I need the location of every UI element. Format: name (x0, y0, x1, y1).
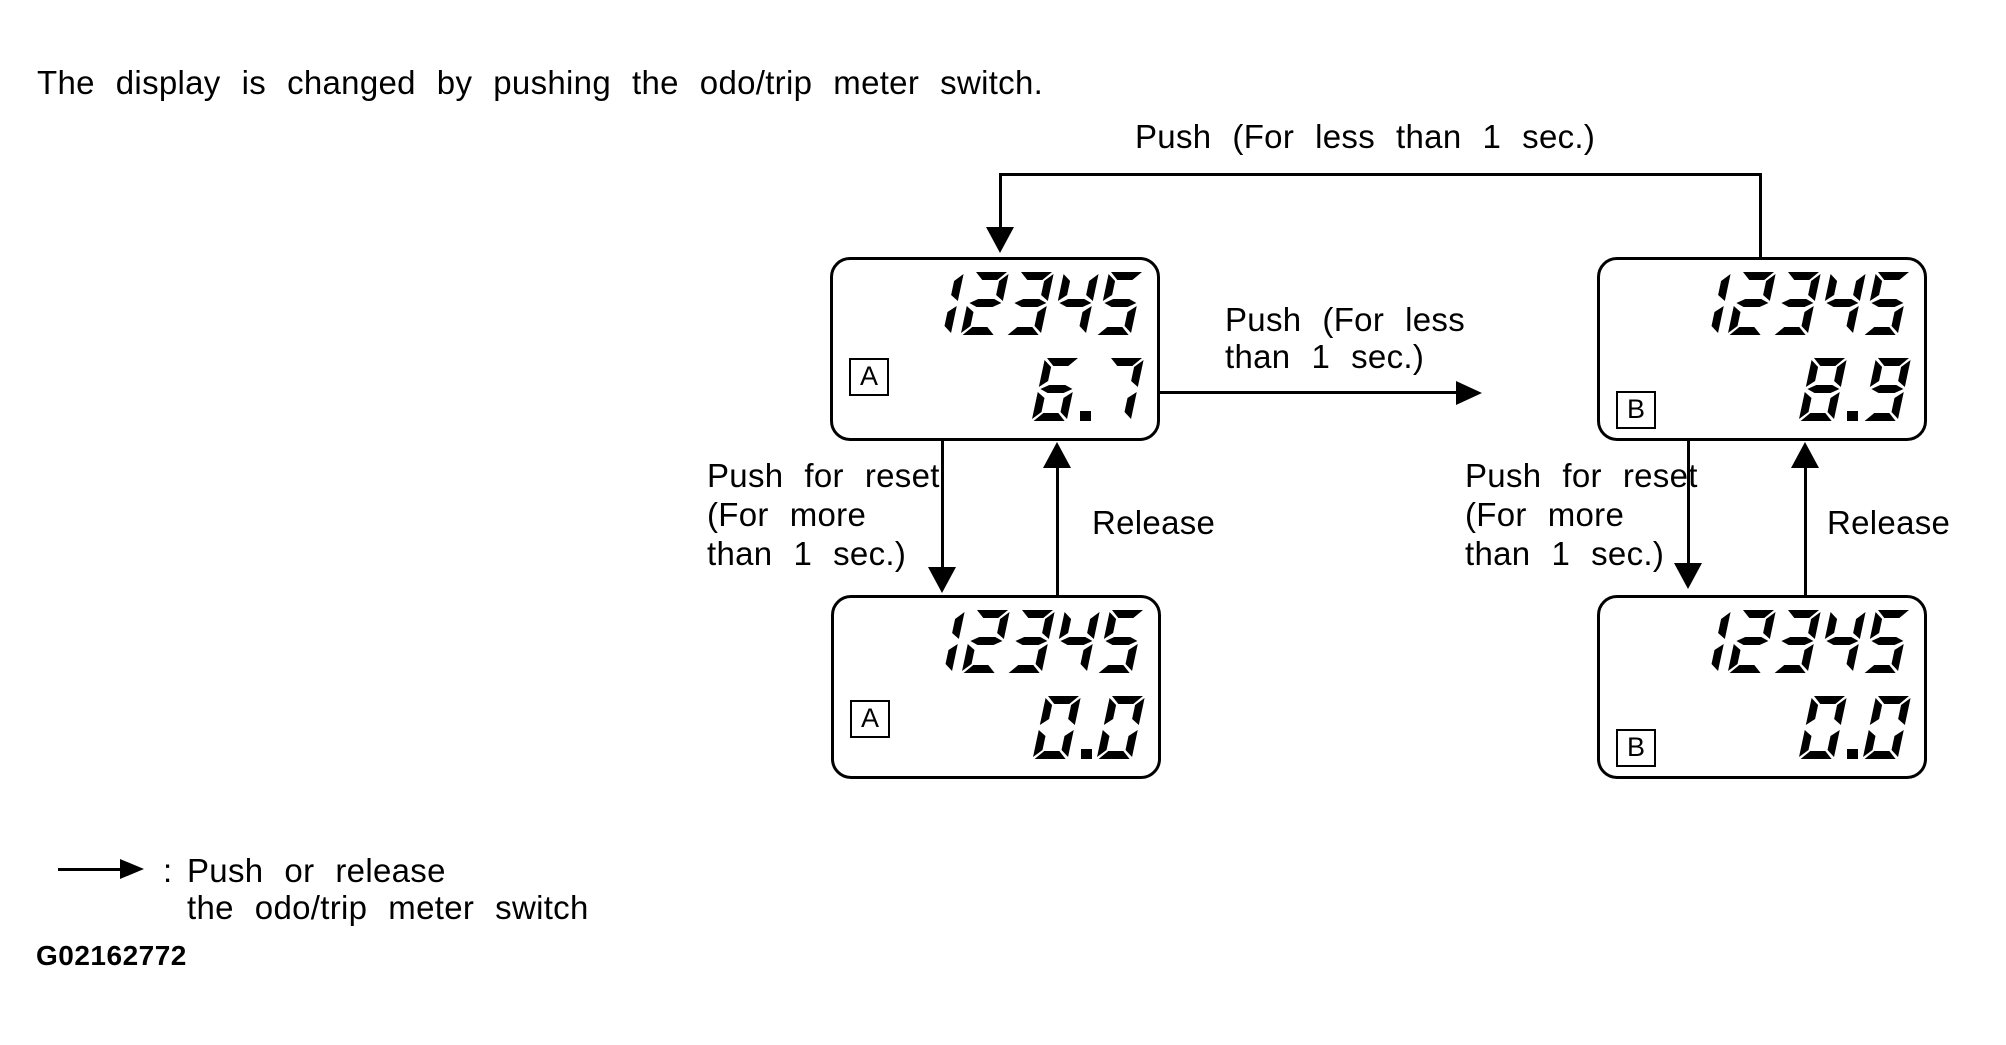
odometer-digits (1683, 610, 1914, 674)
legend-arrow-line (58, 868, 122, 871)
legend-text-line1: Push or release (187, 852, 446, 889)
arrow-a-release-head (1043, 442, 1071, 468)
arrow-a-reset-head (928, 567, 956, 593)
arrow-b-reset-head (1674, 563, 1702, 589)
label-push-top: Push (For less than 1 sec.) (1135, 118, 1596, 155)
arrow-a-release-line (1056, 466, 1059, 596)
label-reset-left-line1: Push for reset (707, 457, 940, 494)
display-trip-a-reset: A (831, 595, 1161, 779)
arrow-a-to-b-head (1456, 381, 1482, 405)
mode-badge-a: A (849, 358, 889, 396)
label-reset-right-line2: (For more (1465, 496, 1625, 533)
arrowhead-into-display-a (986, 227, 1014, 253)
label-reset-right-line1: Push for reset (1465, 457, 1698, 494)
display-trip-a-current: A (830, 257, 1160, 441)
legend-text-line2: the odo/trip meter switch (187, 889, 589, 926)
odometer-digits (916, 272, 1147, 336)
mode-badge-b: B (1616, 729, 1656, 767)
legend-arrow-head (120, 859, 144, 879)
intro-text: The display is changed by pushing the od… (37, 64, 1044, 101)
figure-code: G02162772 (36, 940, 187, 971)
label-release-left: Release (1092, 504, 1216, 541)
display-trip-b-current: B (1597, 257, 1927, 441)
connector-top-left-vertical (999, 173, 1002, 229)
label-reset-left-line2: (For more (707, 496, 867, 533)
arrow-b-reset-line (1687, 441, 1690, 565)
mode-badge-a: A (850, 700, 890, 738)
label-push-mid-line1: Push (For less (1225, 301, 1466, 338)
label-push-mid-line2: than 1 sec.) (1225, 338, 1425, 375)
arrow-a-to-b-line (1160, 391, 1458, 394)
trip-digits (1033, 696, 1148, 760)
display-trip-b-reset: B (1597, 595, 1927, 779)
connector-top-right-vertical (1759, 173, 1762, 260)
label-release-right: Release (1827, 504, 1951, 541)
arrow-b-release-line (1804, 466, 1807, 596)
label-reset-left-line3: than 1 sec.) (707, 535, 907, 572)
trip-digits (1032, 358, 1147, 422)
legend-colon: : (163, 852, 173, 889)
trip-digits (1799, 358, 1914, 422)
mode-badge-b: B (1616, 391, 1656, 429)
connector-top-horizontal (1000, 173, 1762, 176)
arrow-b-release-head (1791, 442, 1819, 468)
label-reset-right-line3: than 1 sec.) (1465, 535, 1665, 572)
odometer-digits (1683, 272, 1914, 336)
arrow-a-reset-line (941, 441, 944, 569)
trip-digits (1799, 696, 1914, 760)
odometer-digits (917, 610, 1148, 674)
